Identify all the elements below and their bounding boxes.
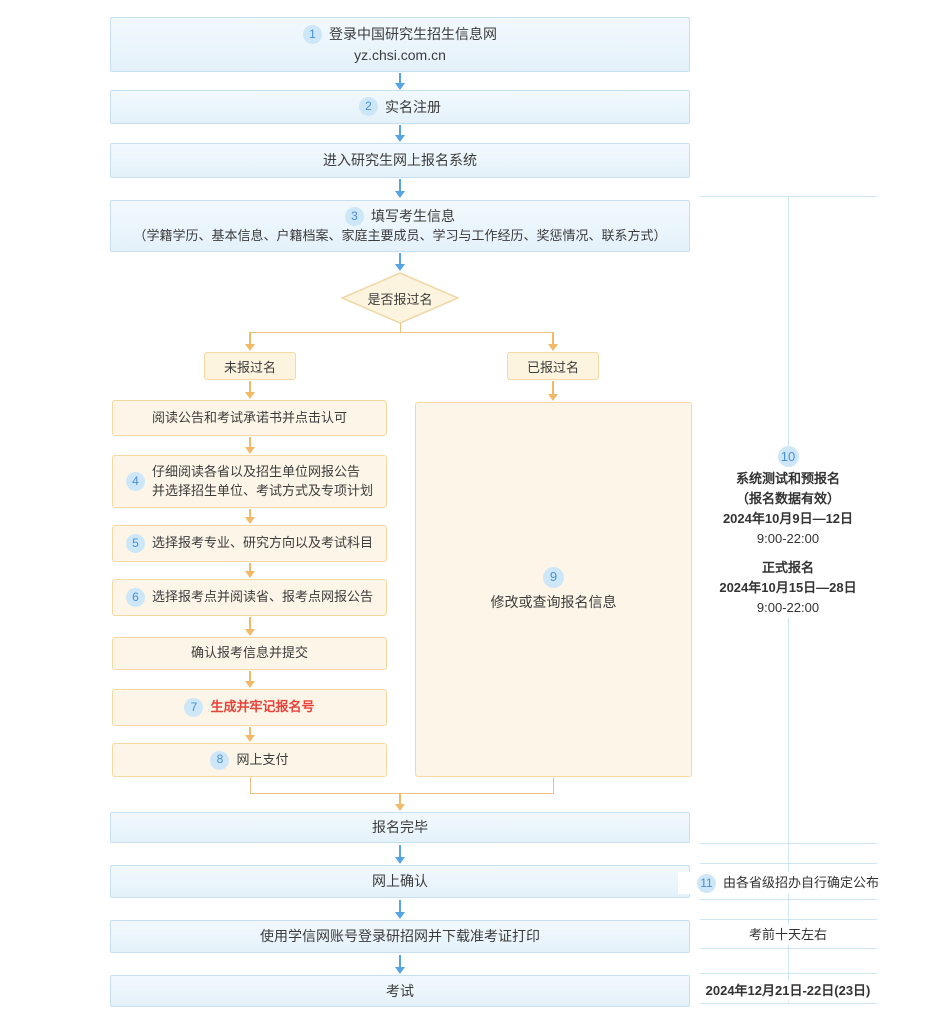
node-read-notice: 阅读公告和考试承诺书并点击认可 [112, 400, 387, 436]
node-choose-site-label: 选择报考点并阅读省、报考点网报公告 [151, 589, 373, 605]
arrow-step4-to-step5 [245, 509, 255, 524]
arrow-confirm-to-step7 [245, 671, 255, 688]
node-finish-label: 报名完毕 [372, 819, 428, 836]
arrow-left-branch-down [245, 381, 255, 399]
timeline-line-row12-bottom [700, 948, 877, 949]
step-badge-3: 3 [345, 207, 364, 227]
node-login-site: 1 登录中国研究生招生信息网 yz.chsi.com.cn [110, 17, 690, 72]
merge-right-stem [553, 777, 554, 793]
arrow-step5-to-step6 [245, 563, 255, 578]
arrow-download-to-exam [395, 955, 405, 974]
node-confirm-submit: 确认报考信息并提交 [112, 637, 387, 670]
timeline-line-row11-bottom [700, 899, 877, 900]
node-choose-major: 5 选择报考专业、研究方向以及考试科目 [112, 525, 387, 562]
timeline-spacer [700, 549, 876, 558]
timeline-before-exam-label: 考前十天左右 [748, 927, 827, 942]
node-online-confirm-label: 网上确认 [372, 873, 428, 890]
step-badge-1: 1 [303, 24, 322, 44]
arrow-notice-to-step4 [245, 437, 255, 454]
node-choose-unit: 4 仔细阅读各省以及招生单位网报公告 并选择招生单位、考试方式及专项计划 [112, 455, 387, 508]
timeline-pre-registration-title: 系统测试和预报名 [735, 471, 840, 486]
timeline-line-row12-top [700, 919, 877, 920]
arrow-system-to-fillinfo [395, 179, 405, 198]
node-remember-number: 7 生成并牢记报名号 [112, 689, 387, 726]
node-confirm-submit-label: 确认报考信息并提交 [190, 645, 308, 661]
node-finish: 报名完毕 [110, 812, 690, 843]
node-modify-query-label: 修改或查询报名信息 [490, 593, 617, 610]
step-badge-8: 8 [210, 750, 230, 770]
timeline-before-exam-block: 考前十天左右 [735, 925, 841, 945]
node-download-ticket-label: 使用学信网账号登录研招网并下载准考证打印 [260, 928, 540, 945]
arrow-step6-to-confirm [245, 617, 255, 636]
node-read-notice-label: 阅读公告和考试承诺书并点击认可 [151, 409, 347, 425]
arrow-finish-to-confirm [395, 845, 405, 864]
timeline-pre-registration-time: 9:00-22:00 [756, 531, 820, 546]
node-remember-number-label: 生成并牢记报名号 [210, 699, 315, 715]
step-badge-10: 10 [777, 446, 799, 467]
node-choose-major-label: 选择报考专业、研究方向以及考试科目 [151, 535, 373, 551]
timeline-line-finish-bottom [700, 843, 877, 844]
timeline-line-row13-bottom [700, 1003, 877, 1004]
merge-left-stem [250, 777, 251, 793]
timeline-step10-block: 10 系统测试和预报名 （报名数据有效） 2024年10月9日—12日 9:00… [700, 446, 876, 618]
node-enter-system: 进入研究生网上报名系统 [110, 143, 690, 178]
step-badge-6: 6 [125, 588, 145, 607]
timeline-pre-registration-note: （报名数据有效） [735, 491, 840, 506]
node-choose-site: 6 选择报考点并阅读省、报考点网报公告 [112, 579, 387, 616]
arrow-split-right [548, 332, 558, 351]
timeline-provincial-announce-label: 由各省级招办自行确定公布 [722, 875, 879, 890]
node-fill-info-detail: （学籍学历、基本信息、户籍档案、家庭主要成员、学习与工作经历、奖惩情况、联系方式… [133, 227, 667, 243]
node-choose-unit-line1: 仔细阅读各省以及招生单位网报公告 [151, 463, 360, 479]
arrow-step7-to-step8 [245, 727, 255, 742]
branch-label-not-registered: 未报过名 [204, 352, 296, 380]
node-fill-info: 3 填写考生信息 （学籍学历、基本信息、户籍档案、家庭主要成员、学习与工作经历、… [110, 200, 690, 252]
timeline-official-registration-date: 2024年10月15日—28日 [719, 580, 857, 595]
node-online-pay: 8 网上支付 [112, 743, 387, 777]
node-modify-query: 9 修改或查询报名信息 [415, 402, 692, 777]
node-choose-unit-line2: 并选择招生单位、考试方式及专项计划 [151, 482, 373, 498]
node-exam-label: 考试 [386, 982, 414, 999]
node-download-ticket: 使用学信网账号登录研招网并下载准考证打印 [110, 920, 690, 953]
timeline-official-registration-time: 9:00-22:00 [756, 600, 820, 615]
arrow-login-to-register [395, 73, 405, 90]
timeline-official-registration-title: 正式报名 [761, 560, 814, 575]
timeline-exam-date-block: 2024年12月21日-22日(23日) [698, 981, 878, 1001]
branch-label-not-registered-text: 未报过名 [223, 359, 276, 375]
node-real-name-register-label: 实名注册 [385, 98, 441, 115]
node-online-pay-label: 网上支付 [236, 751, 289, 767]
split-horizontal-line [250, 332, 554, 333]
node-login-site-url: yz.chsi.com.cn [354, 46, 446, 63]
node-enter-system-label: 进入研究生网上报名系统 [323, 152, 477, 169]
arrow-register-to-system [395, 125, 405, 142]
arrow-merge-to-finish [395, 793, 405, 811]
step-badge-7: 7 [184, 698, 204, 717]
branch-label-registered-text: 已报过名 [526, 359, 579, 375]
merge-horizontal-line [250, 793, 554, 794]
node-real-name-register: 2 实名注册 [110, 90, 690, 124]
step-badge-2: 2 [359, 97, 378, 117]
step-badge-5: 5 [125, 534, 145, 553]
decision-label: 是否报过名 [367, 291, 433, 307]
step-badge-11: 11 [696, 873, 716, 893]
node-online-confirm: 网上确认 [110, 865, 690, 898]
step-badge-9: 9 [543, 566, 564, 588]
timeline-step11-block: 11 由各省级招办自行确定公布 [678, 872, 898, 894]
split-stem-line [400, 323, 401, 332]
timeline-line-row13-top [700, 973, 877, 974]
timeline-line-row11-top [700, 863, 877, 864]
timeline-exam-date-label: 2024年12月21日-22日(23日) [705, 983, 871, 998]
node-login-site-title: 登录中国研究生招生信息网 [329, 26, 497, 43]
node-exam: 考试 [110, 975, 690, 1007]
timeline-pre-registration-date: 2024年10月9日—12日 [722, 511, 854, 526]
arrow-confirm-to-download [395, 900, 405, 919]
branch-label-registered: 已报过名 [507, 352, 599, 380]
arrow-right-branch-down [548, 381, 558, 401]
step-badge-4: 4 [125, 472, 145, 491]
node-fill-info-title: 填写考生信息 [371, 208, 455, 225]
arrow-split-left [245, 332, 255, 351]
arrow-fillinfo-to-decision [395, 253, 405, 271]
